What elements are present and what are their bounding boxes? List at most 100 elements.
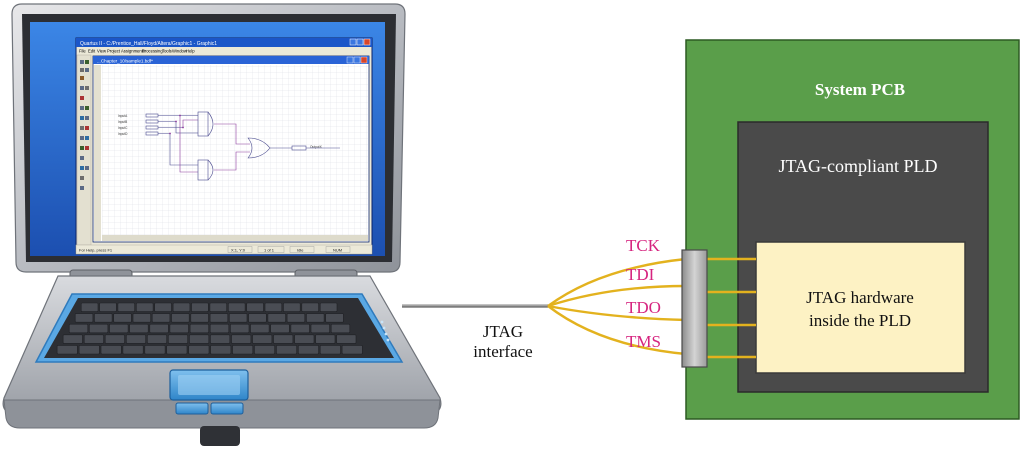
- keyboard-key[interactable]: [89, 323, 109, 334]
- keyboard-key[interactable]: [209, 313, 229, 323]
- keyboard-key[interactable]: [297, 345, 319, 355]
- keyboard-key[interactable]: [56, 345, 78, 355]
- tool-icon[interactable]: [85, 126, 89, 130]
- keyboard-key[interactable]: [267, 313, 286, 323]
- tool-icon[interactable]: [85, 166, 89, 170]
- keyboard-key[interactable]: [306, 313, 325, 323]
- menu-assignments[interactable]: Assignments: [121, 49, 145, 54]
- keyboard-key[interactable]: [252, 334, 273, 344]
- tool-icon[interactable]: [80, 176, 84, 180]
- menu-view[interactable]: View: [97, 49, 107, 54]
- keyboard-key[interactable]: [189, 323, 210, 334]
- keyboard-key[interactable]: [209, 323, 230, 334]
- keyboard-key[interactable]: [325, 313, 344, 323]
- keyboard-key[interactable]: [132, 313, 152, 323]
- keyboard-key[interactable]: [147, 334, 168, 344]
- keyboard-key[interactable]: [250, 323, 270, 334]
- keyboard-key[interactable]: [191, 302, 209, 312]
- keyboard-key[interactable]: [149, 323, 169, 334]
- keyboard-key[interactable]: [230, 323, 250, 334]
- keyboard-key[interactable]: [273, 334, 294, 344]
- minimize-button[interactable]: [349, 38, 357, 46]
- keyboard-key[interactable]: [270, 323, 290, 334]
- keyboard-key[interactable]: [154, 302, 172, 312]
- keyboard-key[interactable]: [319, 345, 341, 355]
- keyboard-key[interactable]: [109, 323, 129, 334]
- and-gate-bottom[interactable]: [197, 159, 209, 181]
- doc-minimize-button[interactable]: [346, 56, 354, 64]
- keyboard-key[interactable]: [68, 323, 89, 334]
- tool-icon[interactable]: [80, 68, 84, 72]
- menu-project[interactable]: Project: [107, 49, 121, 54]
- tool-icon[interactable]: [80, 60, 84, 64]
- keyboard-key[interactable]: [189, 334, 210, 344]
- keyboard-key[interactable]: [301, 302, 319, 312]
- keyboard-key[interactable]: [229, 313, 248, 323]
- tool-icon[interactable]: [80, 156, 84, 160]
- keyboard-key[interactable]: [283, 302, 301, 312]
- keyboard-key[interactable]: [136, 302, 154, 312]
- keyboard-key[interactable]: [330, 323, 351, 334]
- horizontal-scrollbar[interactable]: [102, 235, 368, 241]
- keyboard-key[interactable]: [113, 313, 132, 323]
- tool-icon[interactable]: [85, 68, 89, 72]
- keyboard-key[interactable]: [248, 313, 267, 323]
- menu-tools[interactable]: Tools: [162, 49, 172, 54]
- keyboard-key[interactable]: [168, 334, 189, 344]
- keyboard-key[interactable]: [210, 345, 232, 355]
- right-click-button[interactable]: [210, 402, 244, 415]
- and-gate-top[interactable]: [197, 111, 209, 137]
- keyboard-key[interactable]: [126, 334, 147, 344]
- keyboard-key[interactable]: [228, 302, 246, 312]
- tool-icon[interactable]: [80, 186, 84, 190]
- tool-icon[interactable]: [80, 76, 84, 80]
- keyboard-key[interactable]: [315, 334, 336, 344]
- keyboard-key[interactable]: [169, 323, 189, 334]
- keyboard-key[interactable]: [172, 302, 191, 312]
- keyboard-key[interactable]: [166, 345, 188, 355]
- tool-icon[interactable]: [85, 136, 89, 140]
- keyboard-key[interactable]: [74, 313, 94, 323]
- keyboard-key[interactable]: [144, 345, 166, 355]
- tool-icon[interactable]: [80, 126, 84, 130]
- tool-icon[interactable]: [80, 166, 84, 170]
- keyboard-key[interactable]: [341, 345, 363, 355]
- tool-icon[interactable]: [85, 116, 89, 120]
- menu-edit[interactable]: Edit: [88, 49, 96, 54]
- keyboard-key[interactable]: [94, 313, 113, 323]
- or-gate[interactable]: [247, 137, 271, 159]
- tool-icon[interactable]: [80, 96, 84, 100]
- keyboard-key[interactable]: [190, 313, 209, 323]
- menu-window[interactable]: Window: [172, 49, 188, 54]
- keyboard-key[interactable]: [336, 334, 357, 344]
- tool-icon[interactable]: [85, 146, 89, 150]
- keyboard-key[interactable]: [62, 334, 83, 344]
- keyboard-key[interactable]: [99, 302, 117, 312]
- keyboard-key[interactable]: [286, 313, 306, 323]
- menu-file[interactable]: File: [79, 49, 86, 54]
- keyboard-key[interactable]: [129, 323, 149, 334]
- tool-icon[interactable]: [80, 106, 84, 110]
- keyboard-key[interactable]: [100, 345, 122, 355]
- keyboard-key[interactable]: [310, 323, 330, 334]
- menu-processing[interactable]: Processing: [142, 49, 163, 54]
- keyboard-key[interactable]: [294, 334, 315, 344]
- doc-maximize-button[interactable]: [353, 56, 361, 64]
- left-click-button[interactable]: [175, 402, 209, 415]
- keyboard-key[interactable]: [231, 334, 252, 344]
- keyboard-key[interactable]: [78, 345, 100, 355]
- keyboard-key[interactable]: [151, 313, 171, 323]
- keyboard-key[interactable]: [80, 302, 99, 312]
- tool-icon[interactable]: [85, 86, 89, 90]
- keyboard-key[interactable]: [104, 334, 125, 344]
- keyboard-key[interactable]: [209, 302, 227, 312]
- schematic-canvas[interactable]: [102, 65, 368, 235]
- tool-icon[interactable]: [80, 86, 84, 90]
- keyboard-key[interactable]: [188, 345, 210, 355]
- keyboard-key[interactable]: [290, 323, 310, 334]
- keyboard-key[interactable]: [246, 302, 264, 312]
- keyboard-key[interactable]: [210, 334, 231, 344]
- keyboard-key[interactable]: [117, 302, 136, 312]
- tool-icon[interactable]: [85, 60, 89, 64]
- maximize-button[interactable]: [356, 38, 364, 46]
